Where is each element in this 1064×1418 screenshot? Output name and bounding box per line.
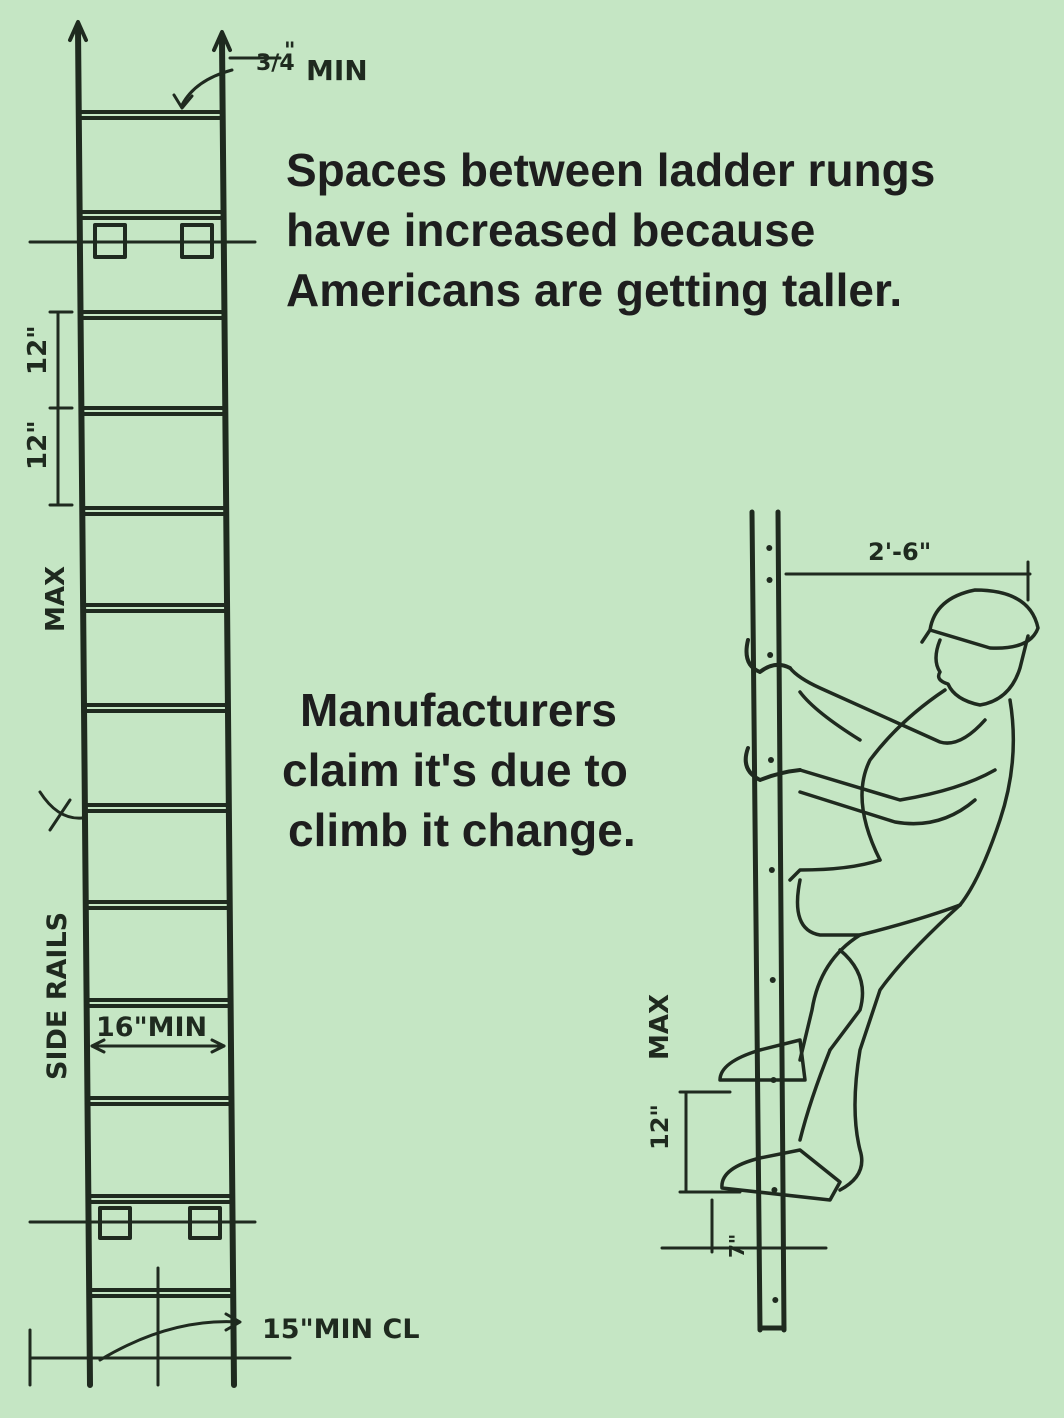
rung-spacing-upper-label: 12" [23,325,53,375]
lower-connector-box-left [98,1206,132,1240]
top-clearance-inch: " [284,39,295,64]
right-rail-left [749,509,763,1333]
rail-arrow-right [212,30,232,52]
caption-middle: Manufacturers claim it's due to climb it… [282,680,636,860]
width-min-label: 16"MIN [96,1012,207,1043]
caption-top-line-2: have increased because [286,204,816,256]
rung-spacing-lower-label: 12" [23,420,53,470]
rung-dot [766,577,773,583]
climber-figure [718,588,1040,1202]
right-rail-right [775,509,787,1333]
climber-upper-leg [795,878,865,1062]
right-rung-dots [766,545,779,1303]
climber-hand-upper [744,638,792,674]
back-clearance-label: 2'-6" [868,538,931,566]
climber-lower-leg [798,903,962,1192]
right-ladder: 2'-6" MAX 12" 7" [645,509,1040,1333]
climber-face [934,634,1030,707]
width-min-arrow-left [90,1038,106,1054]
top-clearance-pointer [180,68,234,107]
rung-dot [766,545,773,551]
climber-cap-brim [920,628,932,644]
lower-connector-box-right [188,1206,222,1240]
caption-top-line-3: Americans are getting taller. [286,264,903,316]
caption-middle-line-1: Manufacturers [300,684,617,736]
width-min-arrow-right [210,1038,226,1054]
caption-middle-line-2: claim it's due to [282,744,628,796]
upper-connector-box-left [93,223,127,259]
left-ladder: 3/4 " MIN 12" 12" MAX SIDE RAILS 1 [23,20,420,1388]
rail-arrow-left [68,20,88,42]
upper-connector-box-right [180,223,214,259]
climber-foot-upper [718,1038,807,1082]
right-max-label: MAX [645,994,675,1060]
left-max-label: MAX [41,566,71,632]
rung-dot [768,867,775,873]
top-clearance-fraction: 3/4 [256,51,295,76]
side-rails-label: SIDE RAILS [42,912,73,1080]
climber-upper-arm [788,666,987,745]
rung-dot [771,1187,778,1193]
top-clearance-arrowhead [172,93,194,110]
right-rung-dia-label: 7" [725,1234,749,1258]
climber-hand-lower [743,746,802,782]
caption-top: Spaces between ladder rungs have increas… [286,140,935,320]
caption-middle-line-3: climb it change. [288,804,636,856]
right-rung-spacing-label: 12" [646,1104,674,1150]
left-rungs [76,110,236,1298]
side-rails-pointer [38,790,84,820]
bottom-cl-arrowhead [224,1312,242,1332]
side-rails-pointer-tail [48,798,72,832]
climber-back [958,698,1016,907]
rung-dot [767,652,774,658]
climber-foot-lower [720,1148,842,1202]
climber-waist [788,858,962,937]
caption-top-line-1: Spaces between ladder rungs [286,144,936,196]
bottom-clearance-label: 15"MIN CL [262,1314,420,1345]
rung-dot [769,977,776,983]
top-clearance-min: MIN [306,54,368,87]
rung-dot [772,1297,779,1303]
climber-cap [928,588,1040,650]
bottom-cl-arc [98,1320,240,1362]
climber-lower-arm [798,768,997,826]
rung-dot [767,757,774,763]
climber-chest [860,688,947,862]
